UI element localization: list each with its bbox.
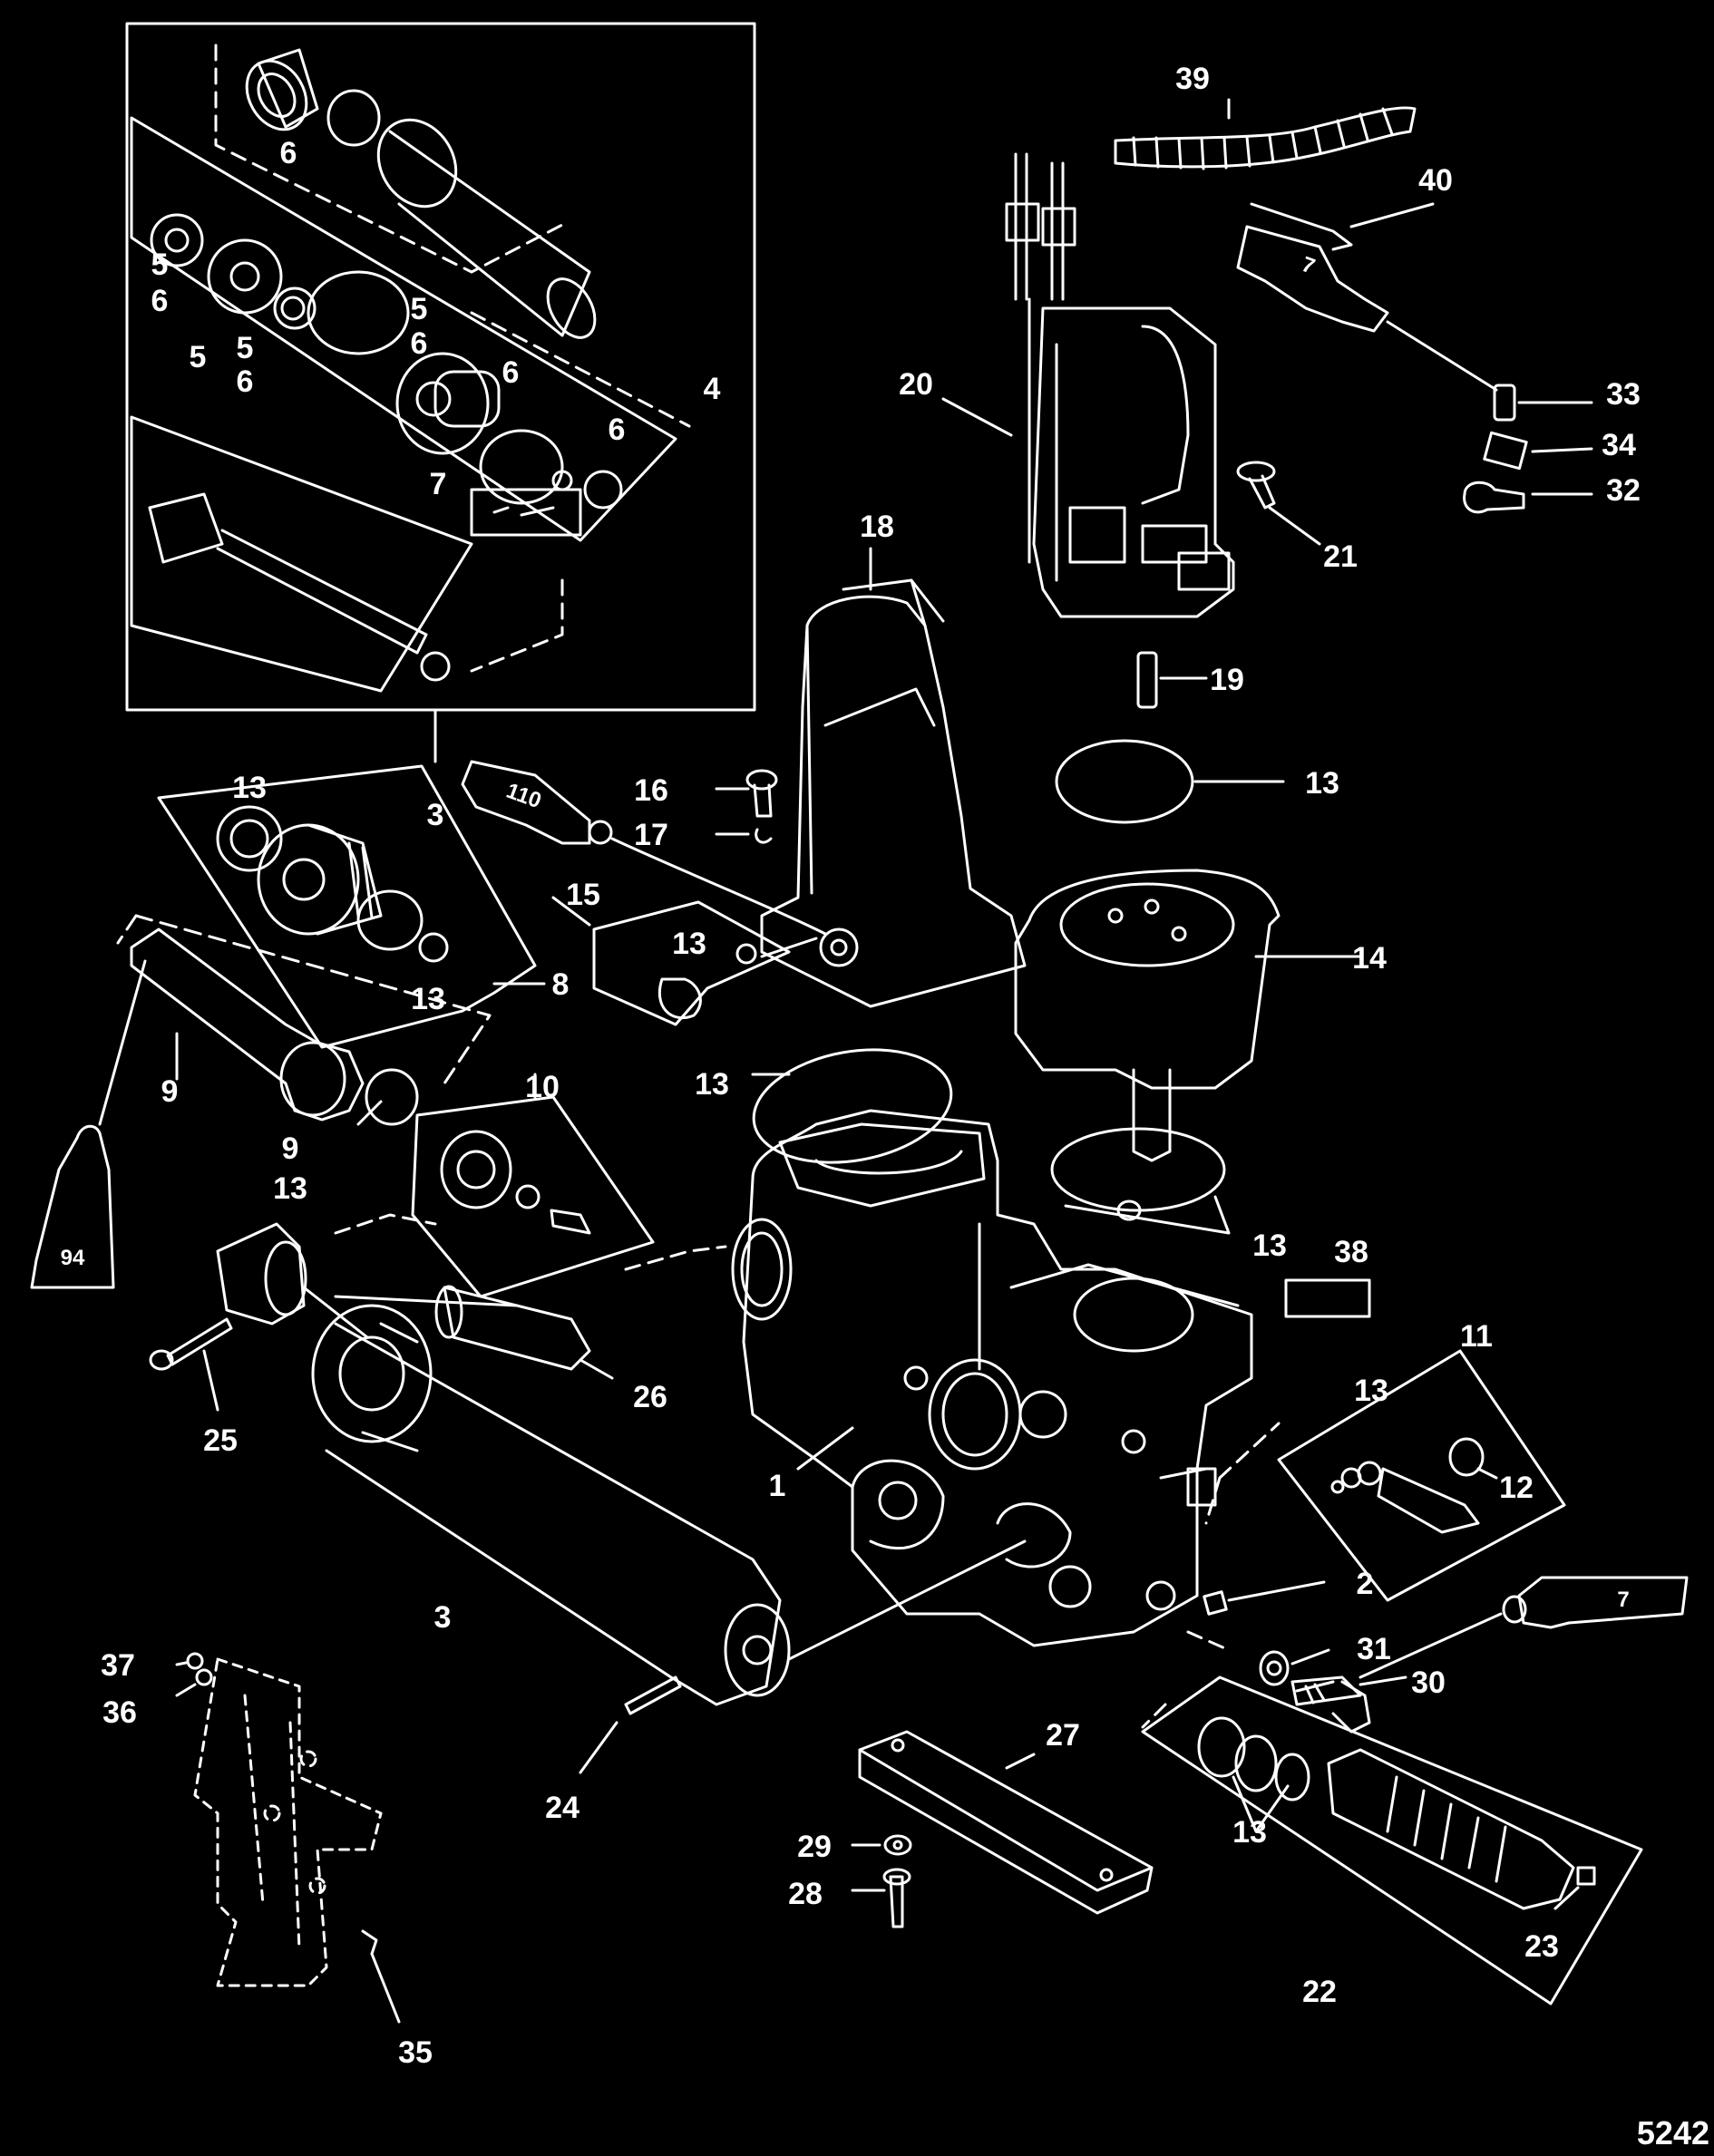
callout-3: 3 — [427, 798, 444, 832]
pump-housing-14 — [1014, 869, 1281, 1162]
callout-13: 13 — [232, 771, 267, 805]
callout-26: 26 — [633, 1380, 667, 1414]
callout-27: 27 — [1046, 1718, 1080, 1753]
callout-22: 22 — [1302, 1975, 1337, 2009]
inset-box-22 — [1141, 1675, 1643, 2005]
o-ring-13-middle — [752, 1048, 953, 1164]
callout-18: 18 — [860, 510, 894, 544]
screw-33 — [1493, 384, 1593, 422]
callout-7: 7 — [430, 467, 447, 501]
callout-13: 13 — [411, 982, 445, 1016]
callout-24: 24 — [545, 1791, 579, 1825]
inset-box-10 — [411, 1095, 655, 1298]
check-valve-spool-22 — [1327, 1748, 1575, 1910]
inset-box-3 — [125, 22, 756, 712]
callout-20: 20 — [899, 367, 933, 402]
tube-label-94: 94 — [61, 1246, 85, 1270]
callout-29: 29 — [797, 1830, 832, 1864]
callout-6: 6 — [411, 326, 428, 361]
callout-13: 13 — [672, 927, 706, 961]
grease-tube-94 — [30, 1124, 115, 1289]
callout-23: 23 — [1524, 1929, 1559, 1964]
callout-6: 6 — [280, 136, 297, 170]
inset-box-15 — [592, 900, 791, 1026]
callout-40: 40 — [1418, 163, 1453, 198]
callout-6: 6 — [502, 355, 520, 390]
callout-13: 13 — [695, 1067, 729, 1102]
callout-8: 8 — [552, 967, 570, 1002]
inset-box-8 — [157, 764, 537, 1049]
trim-sleeve — [376, 118, 597, 339]
callout-31: 31 — [1357, 1632, 1391, 1666]
figure-number: 5242 — [1637, 2114, 1709, 2151]
reservoir-18 — [760, 547, 1027, 1008]
callout-14: 14 — [1352, 941, 1387, 976]
callout-33: 33 — [1606, 377, 1641, 412]
callout-2: 2 — [1357, 1567, 1374, 1601]
callout-13: 13 — [1232, 1815, 1267, 1850]
callout-5: 5 — [411, 292, 428, 326]
callout-30: 30 — [1411, 1666, 1446, 1700]
inset-box-4 — [130, 116, 677, 542]
screw-21 — [1236, 461, 1321, 546]
o-ring-13-lower — [1050, 1127, 1226, 1212]
shaft-9 — [130, 927, 365, 1122]
tube-label-7-bottom: 7 — [1617, 1588, 1629, 1612]
callout-12: 12 — [1499, 1471, 1534, 1505]
callout-36: 36 — [102, 1695, 137, 1730]
callout-39: 39 — [1175, 62, 1210, 96]
mounting-bracket — [193, 1657, 383, 1987]
valve-10 — [440, 1130, 591, 1235]
callout-21: 21 — [1323, 539, 1358, 574]
callout-6: 6 — [237, 364, 254, 399]
callout-19: 19 — [1210, 663, 1244, 697]
callout-37: 37 — [101, 1648, 135, 1683]
decal-38 — [1284, 1278, 1371, 1318]
pump-motor-20 — [1005, 152, 1235, 618]
callout-15: 15 — [566, 878, 600, 912]
callout-13: 13 — [273, 1171, 307, 1206]
inset-box-11 — [1277, 1349, 1566, 1602]
callout-9: 9 — [282, 1131, 299, 1166]
callout-3: 3 — [434, 1600, 452, 1635]
callout-13: 13 — [1354, 1374, 1388, 1408]
bolt-30 — [1290, 1675, 1371, 1734]
piston-8 — [257, 823, 383, 936]
callout-35: 35 — [398, 2035, 433, 2070]
callout-6: 6 — [609, 413, 626, 447]
callout-13: 13 — [1305, 766, 1339, 801]
callout-5: 5 — [151, 248, 169, 282]
piston-rod — [148, 492, 451, 682]
callout-5: 5 — [237, 331, 254, 365]
callout-32: 32 — [1606, 473, 1641, 508]
callout-16: 16 — [634, 773, 668, 808]
callout-11: 11 — [1460, 1319, 1493, 1354]
callout-10: 10 — [525, 1070, 560, 1104]
callout-6: 6 — [151, 284, 169, 318]
trim-cylinder-cap — [245, 48, 319, 131]
grease-tube-7-top — [1236, 225, 1498, 392]
callout-4: 4 — [704, 372, 721, 406]
callout-38: 38 — [1334, 1235, 1368, 1269]
callout-5: 5 — [190, 340, 207, 374]
pin-19 — [1136, 651, 1158, 709]
trim-cylinder-3-lower — [216, 1222, 791, 1706]
callout-17: 17 — [634, 818, 668, 852]
piston-assembly — [395, 352, 501, 455]
o-ring-13-upper-right — [1055, 739, 1194, 824]
callout-34: 34 — [1602, 428, 1636, 462]
callout-9: 9 — [161, 1074, 179, 1109]
callout-13: 13 — [1252, 1229, 1287, 1263]
inset-box-4-lower — [130, 415, 473, 693]
grease-tube-110 — [461, 760, 827, 936]
callout-1: 1 — [769, 1469, 786, 1503]
callout-25: 25 — [203, 1423, 238, 1458]
callout-28: 28 — [788, 1877, 823, 1911]
spacer-block-27 — [858, 1730, 1154, 1915]
hose-39 — [1114, 106, 1417, 170]
bolt-25 — [149, 1317, 233, 1371]
grease-tube-7-bottom — [1359, 1576, 1689, 1679]
